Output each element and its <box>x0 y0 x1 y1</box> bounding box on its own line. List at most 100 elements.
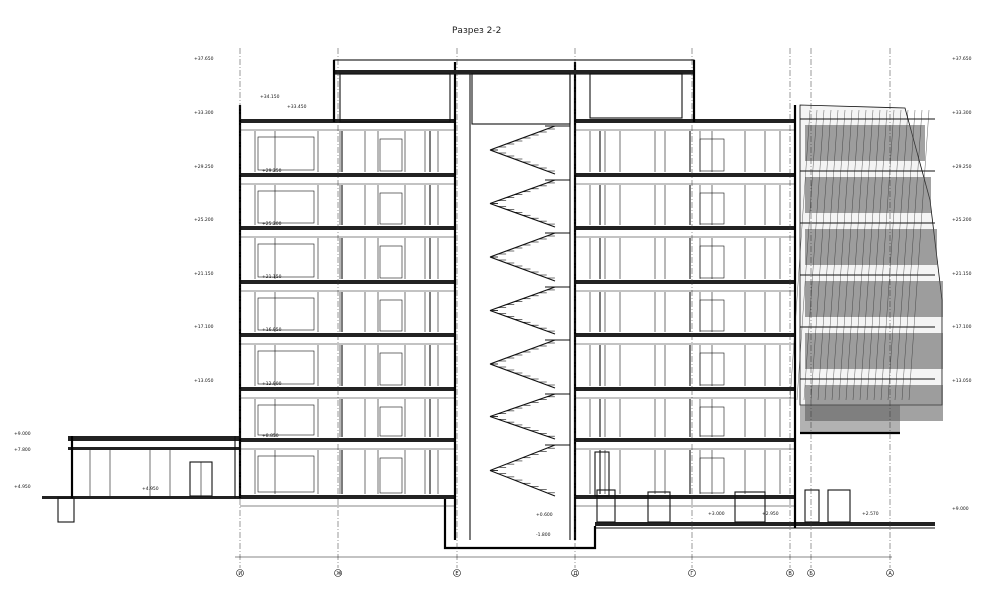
floor-slab-right <box>575 226 795 230</box>
level-label-right: +17.100 <box>952 324 972 330</box>
axis-bubble <box>786 569 794 577</box>
elevation-mark: +33.450 <box>287 104 307 110</box>
elevation-mark: +34.150 <box>260 94 280 100</box>
door <box>379 352 403 386</box>
level-label-right: +29.250 <box>952 164 972 170</box>
level-label-right: +9.000 <box>952 506 969 512</box>
floor-slab-left <box>240 438 455 442</box>
window <box>257 455 315 493</box>
elevation-mark: -1.800 <box>536 532 551 538</box>
elevation-mark: +4.950 <box>142 486 159 492</box>
level-label-left: +13.050 <box>194 378 214 384</box>
door <box>596 489 616 523</box>
annex-block <box>68 436 240 498</box>
axis-bubble <box>453 569 461 577</box>
door <box>699 352 725 386</box>
glass-band <box>805 333 943 369</box>
level-label-right: +37.650 <box>952 56 972 62</box>
floor-slab-right <box>575 438 795 442</box>
elevation-mark: +21.150 <box>262 274 282 280</box>
door <box>647 491 671 523</box>
elevation-mark: +0.600 <box>536 512 553 518</box>
level-label-left: +29.250 <box>194 164 214 170</box>
inner-marks: +34.150 +33.450 +29.250 +25.200 +21.150 +16.9… <box>142 94 879 538</box>
floor-slab-right <box>575 173 795 177</box>
facade-hatch <box>908 109 930 401</box>
facade-hatch <box>859 109 881 401</box>
level-label-right: +21.150 <box>952 271 972 277</box>
door <box>804 489 820 523</box>
facade-hatch <box>838 109 860 401</box>
levels-right: +37.650 +33.300 +29.250 +25.200 +21.150 +17.1… <box>952 56 972 512</box>
partitions <box>254 131 851 523</box>
axis-label: Ж <box>336 571 342 577</box>
window <box>257 243 315 278</box>
facade-hatch <box>866 109 888 401</box>
axis-bubble <box>886 569 894 577</box>
facade-hatch <box>824 109 846 401</box>
drawing-title: Разрез 2-2 <box>452 26 501 36</box>
window <box>257 136 315 171</box>
door <box>699 299 725 332</box>
floor-slab-left <box>240 495 455 499</box>
facade-hatch <box>873 109 895 401</box>
glass-band <box>805 125 925 161</box>
staircase <box>469 74 571 540</box>
glass-band <box>805 385 943 421</box>
level-label-left: +9.000 <box>14 431 31 437</box>
facade-hatch <box>831 109 853 401</box>
axis-label: А <box>888 571 892 577</box>
window <box>257 297 315 331</box>
level-label-left: +33.300 <box>194 110 214 116</box>
door <box>827 489 851 523</box>
facade-hatch <box>880 109 902 401</box>
level-label-left: +21.150 <box>194 271 214 277</box>
door <box>379 245 403 279</box>
floor-slab-left <box>240 387 455 391</box>
elevation-mark: +16.950 <box>262 327 282 333</box>
axis-bubble <box>334 569 342 577</box>
floor-slab-right <box>575 495 795 499</box>
elevation-mark: +2.950 <box>762 511 779 517</box>
level-label-right: +13.050 <box>952 378 972 384</box>
axis-label: Г <box>690 571 693 577</box>
floor-slab-left <box>240 226 455 230</box>
window <box>257 190 315 224</box>
door <box>734 491 766 523</box>
facade-hatch <box>803 109 825 401</box>
door <box>594 451 610 497</box>
door <box>699 406 725 437</box>
level-label-right: +25.200 <box>952 217 972 223</box>
facade-hatch <box>894 109 916 401</box>
level-label-left: +37.650 <box>194 56 214 62</box>
elevation-mark: +8.850 <box>262 433 279 439</box>
level-label-left: +25.200 <box>194 217 214 223</box>
axis-label: В <box>788 571 792 577</box>
ground-line <box>42 496 935 550</box>
door <box>379 457 403 494</box>
axis-label: Е <box>455 571 458 577</box>
floor-slab-left <box>240 173 455 177</box>
floor-slab-left <box>240 119 455 123</box>
floor-slab-right <box>575 333 795 337</box>
door <box>379 192 403 225</box>
floor-slab-right <box>575 119 795 123</box>
floor-slabs <box>240 119 795 507</box>
window <box>257 404 315 436</box>
axis-bubble <box>571 569 579 577</box>
levels-left: +37.650+33.300+29.250+25.200+21.150+17.1… <box>14 56 214 490</box>
axis-label: Б <box>809 571 813 577</box>
facade-hatch <box>901 109 923 401</box>
floor-slab-left <box>240 280 455 284</box>
facade-hatch <box>852 109 874 401</box>
glass-facade <box>789 104 943 435</box>
facade-hatch <box>817 109 839 401</box>
facade-hatch <box>789 109 811 401</box>
elevation-mark: +12.900 <box>262 381 282 387</box>
floor-slab-left <box>240 333 455 337</box>
floor-slab-right <box>575 280 795 284</box>
facade-hatch <box>810 109 832 401</box>
level-label-right: +33.300 <box>952 110 972 116</box>
